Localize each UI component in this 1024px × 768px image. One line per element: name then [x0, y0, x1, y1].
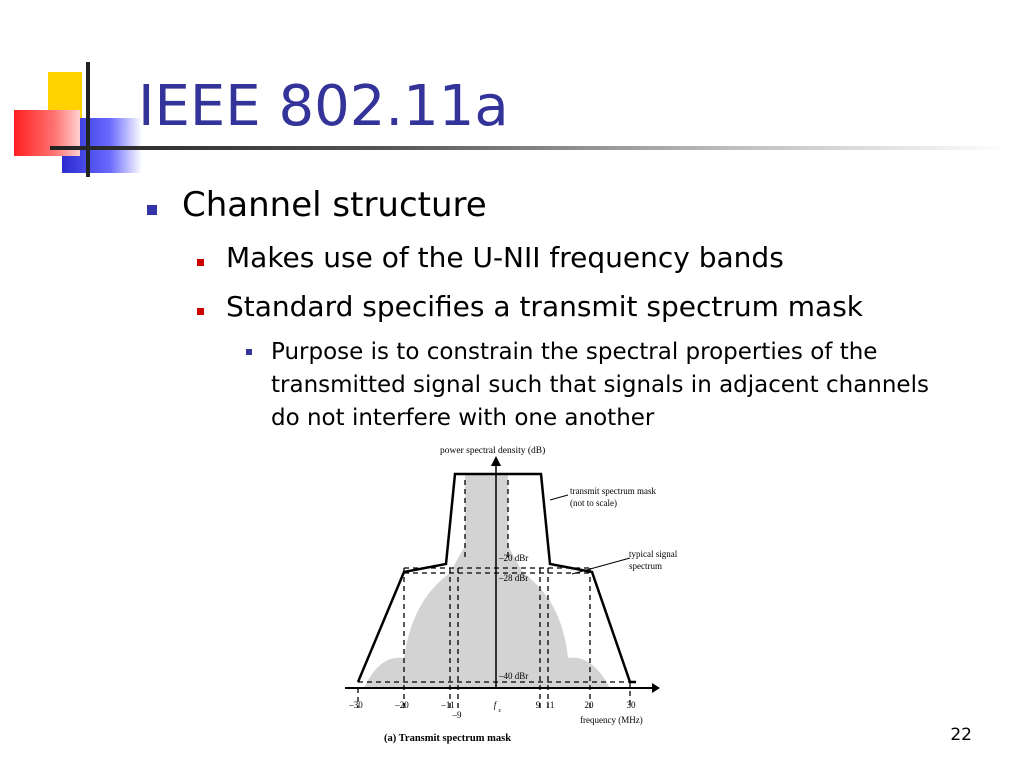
bullet-marker [197, 259, 204, 266]
bullet-marker [147, 205, 157, 215]
tick-label: 9 [536, 700, 541, 710]
tick-label: 11 [546, 700, 555, 710]
tick-label: –30 [348, 700, 363, 710]
bullet-purpose-line-1: Purpose is to constrain the spectral pro… [271, 339, 878, 365]
tick-label: 30 [627, 700, 637, 710]
y-axis-label: power spectral density (dB) [440, 445, 545, 456]
x-axis-label: frequency (MHz) [580, 715, 643, 725]
figure-caption: (a) Transmit spectrum mask [384, 733, 511, 744]
tick-label: –20 [394, 700, 409, 710]
bullet-channel-structure: Channel structure [182, 185, 487, 225]
bullet-marker [197, 308, 204, 315]
bullet-marker [246, 349, 252, 355]
bullet-purpose-line-2: transmitted signal such that signals in … [271, 372, 929, 398]
mask-annotation-line-1: transmit spectrum mask [570, 486, 656, 496]
bullet-unii-bands: Makes use of the U-NII frequency bands [226, 241, 784, 274]
spectrum-mask-figure: power spectral density (dB) transmit spe… [345, 445, 678, 744]
transmit-spectrum-mask [356, 472, 636, 684]
tick-label: 20 [585, 700, 595, 710]
slide-number: 22 [950, 725, 972, 745]
title-underline [50, 146, 1010, 150]
tick-label: –11 [440, 700, 454, 710]
y-axis-arrow [491, 456, 501, 466]
signal-annotation-line-2: spectrum [629, 561, 662, 571]
dashed-guides [357, 480, 631, 708]
level-label-40dbr: –40 dBr [498, 671, 528, 681]
signal-leader-line [571, 557, 631, 575]
bullet-spectrum-mask: Standard specifies a transmit spectrum m… [226, 290, 863, 323]
bullet-purpose-line-3: do not interfere with one another [271, 405, 655, 431]
x-axis-arrow [652, 683, 660, 693]
level-label-20dbr: –20 dBr [498, 553, 528, 563]
slide-title: IEEE 802.11a [138, 74, 509, 139]
tick-label: c [499, 707, 502, 714]
mask-annotation-line-2: (not to scale) [570, 498, 617, 508]
level-label-28dbr: –28 dBr [498, 573, 528, 583]
tick-label: f [494, 700, 498, 710]
tick-label: –9 [452, 710, 463, 720]
x-tick-labels: –30 –20 –11 –9 f c 9 11 20 30 [348, 700, 636, 720]
signal-annotation-line-1: typical signal [629, 549, 678, 559]
mask-leader-line [549, 494, 569, 501]
